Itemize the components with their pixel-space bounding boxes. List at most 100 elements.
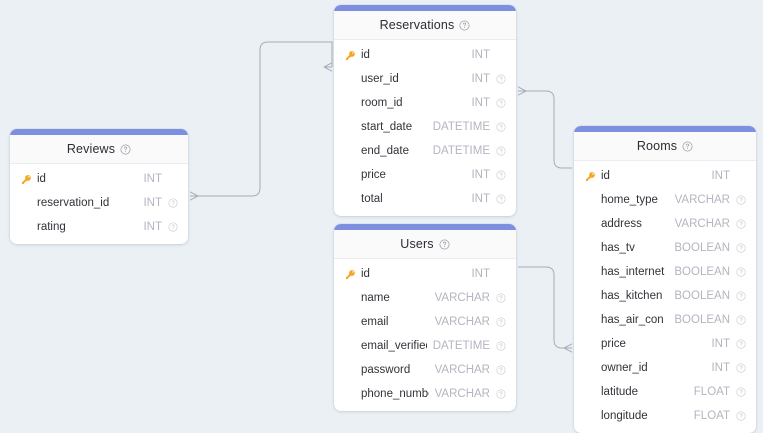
column-row[interactable]: has_tvBOOLEAN xyxy=(574,236,756,260)
column-type: BOOLEAN xyxy=(672,266,730,278)
help-circle-icon[interactable] xyxy=(494,170,508,180)
table-node-rooms[interactable]: RoomsidINThome_typeVARCHARaddressVARCHAR… xyxy=(574,126,756,433)
column-type: BOOLEAN xyxy=(672,314,730,326)
column-row[interactable]: room_idINT xyxy=(334,91,516,115)
column-row[interactable]: nameVARCHAR xyxy=(334,286,516,310)
column-row[interactable]: idINT xyxy=(574,164,756,188)
column-row[interactable]: idINT xyxy=(10,167,188,191)
help-circle-icon[interactable] xyxy=(494,389,508,399)
column-row[interactable]: reservation_idINT xyxy=(10,191,188,215)
column-row[interactable]: phone_numberVARCHAR xyxy=(334,382,516,406)
er-diagram-canvas[interactable]: ReviewsidINTreservation_idINTratingINTRe… xyxy=(0,0,763,410)
help-circle-icon[interactable] xyxy=(459,20,470,31)
column-row[interactable]: owner_idINT xyxy=(574,356,756,380)
column-name: latitude xyxy=(601,386,688,398)
help-circle-icon[interactable] xyxy=(734,363,748,373)
crowsfoot-icon-start-reservations-rooms xyxy=(518,87,526,95)
help-circle-icon[interactable] xyxy=(734,243,748,253)
help-circle-icon[interactable] xyxy=(494,317,508,327)
column-type: INT xyxy=(141,221,162,233)
column-name: name xyxy=(361,292,429,304)
crowsfoot-icon-end-reviews-reservations xyxy=(324,63,332,71)
help-circle-icon[interactable] xyxy=(494,293,508,303)
column-name: user_id xyxy=(361,73,465,85)
help-circle-icon[interactable] xyxy=(734,411,748,421)
column-row[interactable]: end_dateDATETIME xyxy=(334,139,516,163)
column-row[interactable]: id INT xyxy=(334,43,516,67)
column-row[interactable]: price INT xyxy=(334,163,516,187)
column-type: INT xyxy=(469,193,490,205)
column-name: rating xyxy=(37,221,137,233)
table-columns: idINThome_typeVARCHARaddressVARCHARhas_t… xyxy=(574,161,756,433)
help-circle-icon[interactable] xyxy=(166,198,180,208)
column-type: FLOAT xyxy=(692,386,730,398)
column-row[interactable]: passwordVARCHAR xyxy=(334,358,516,382)
column-type: BOOLEAN xyxy=(672,290,730,302)
help-circle-icon[interactable] xyxy=(439,239,450,250)
column-type: VARCHAR xyxy=(433,364,490,376)
help-circle-icon[interactable] xyxy=(734,339,748,349)
column-row[interactable]: longitudeFLOAT xyxy=(574,404,756,428)
table-columns: idINTreservation_idINTrating INT xyxy=(10,164,188,244)
column-type: INT xyxy=(469,97,490,109)
column-name: id xyxy=(361,49,465,61)
column-row[interactable]: rating INT xyxy=(10,215,188,239)
help-circle-icon[interactable] xyxy=(734,195,748,205)
help-circle-icon[interactable] xyxy=(166,222,180,232)
table-title-rooms[interactable]: Rooms xyxy=(574,132,756,161)
table-title-reservations[interactable]: Reservations xyxy=(334,11,516,40)
key-icon xyxy=(583,171,597,182)
help-circle-icon[interactable] xyxy=(494,74,508,84)
help-circle-icon[interactable] xyxy=(734,291,748,301)
column-row[interactable]: addressVARCHAR xyxy=(574,212,756,236)
column-row[interactable]: priceINT xyxy=(574,332,756,356)
column-row[interactable]: email_verified_atDATETIME xyxy=(334,334,516,358)
help-circle-icon[interactable] xyxy=(120,144,131,155)
help-circle-icon[interactable] xyxy=(682,141,693,152)
column-row[interactable]: user_idINT xyxy=(334,67,516,91)
column-type: INT xyxy=(469,169,490,181)
column-type: BOOLEAN xyxy=(672,242,730,254)
column-name: has_air_con xyxy=(601,314,668,326)
table-node-users[interactable]: UsersidINTnameVARCHARemailVARCHARemail_v… xyxy=(334,224,516,411)
help-circle-icon[interactable] xyxy=(734,315,748,325)
crowsfoot-icon-end-users-rooms xyxy=(564,344,572,352)
table-name-label: Users xyxy=(400,237,433,251)
column-name: home_type xyxy=(601,194,669,206)
column-row[interactable]: start_dateDATETIME xyxy=(334,115,516,139)
column-row[interactable]: idINT xyxy=(334,262,516,286)
column-name: price xyxy=(361,169,465,181)
column-type: VARCHAR xyxy=(433,388,490,400)
column-type: FLOAT xyxy=(692,410,730,422)
column-row[interactable]: has_air_con BOOLEAN xyxy=(574,308,756,332)
column-name: reservation_id xyxy=(37,197,137,209)
column-row[interactable]: latitude FLOAT xyxy=(574,380,756,404)
table-title-reviews[interactable]: Reviews xyxy=(10,135,188,164)
help-circle-icon[interactable] xyxy=(494,365,508,375)
column-row[interactable]: has_kitchenBOOLEAN xyxy=(574,284,756,308)
column-name: owner_id xyxy=(601,362,705,374)
column-type: INT xyxy=(469,49,490,61)
column-row[interactable]: has_internetBOOLEAN xyxy=(574,260,756,284)
help-circle-icon[interactable] xyxy=(734,219,748,229)
help-circle-icon[interactable] xyxy=(494,98,508,108)
column-row[interactable]: home_typeVARCHAR xyxy=(574,188,756,212)
column-name: start_date xyxy=(361,121,427,133)
table-name-label: Reservations xyxy=(380,18,455,32)
column-name: email_verified_at xyxy=(361,340,427,352)
help-circle-icon[interactable] xyxy=(494,194,508,204)
table-node-reservations[interactable]: ReservationsidINTuser_idINTroom_idINTsta… xyxy=(334,5,516,216)
help-circle-icon[interactable] xyxy=(494,122,508,132)
column-type: INT xyxy=(469,268,490,280)
help-circle-icon[interactable] xyxy=(734,267,748,277)
key-icon xyxy=(19,174,33,185)
column-row[interactable]: emailVARCHAR xyxy=(334,310,516,334)
column-name: end_date xyxy=(361,145,427,157)
table-node-reviews[interactable]: Reviews idINTreservation_idINTrating INT xyxy=(10,129,188,244)
table-title-users[interactable]: Users xyxy=(334,230,516,259)
help-circle-icon[interactable] xyxy=(734,387,748,397)
column-row[interactable]: totalINT xyxy=(334,187,516,211)
help-circle-icon[interactable] xyxy=(494,146,508,156)
help-circle-icon[interactable] xyxy=(494,341,508,351)
column-name: email xyxy=(361,316,429,328)
